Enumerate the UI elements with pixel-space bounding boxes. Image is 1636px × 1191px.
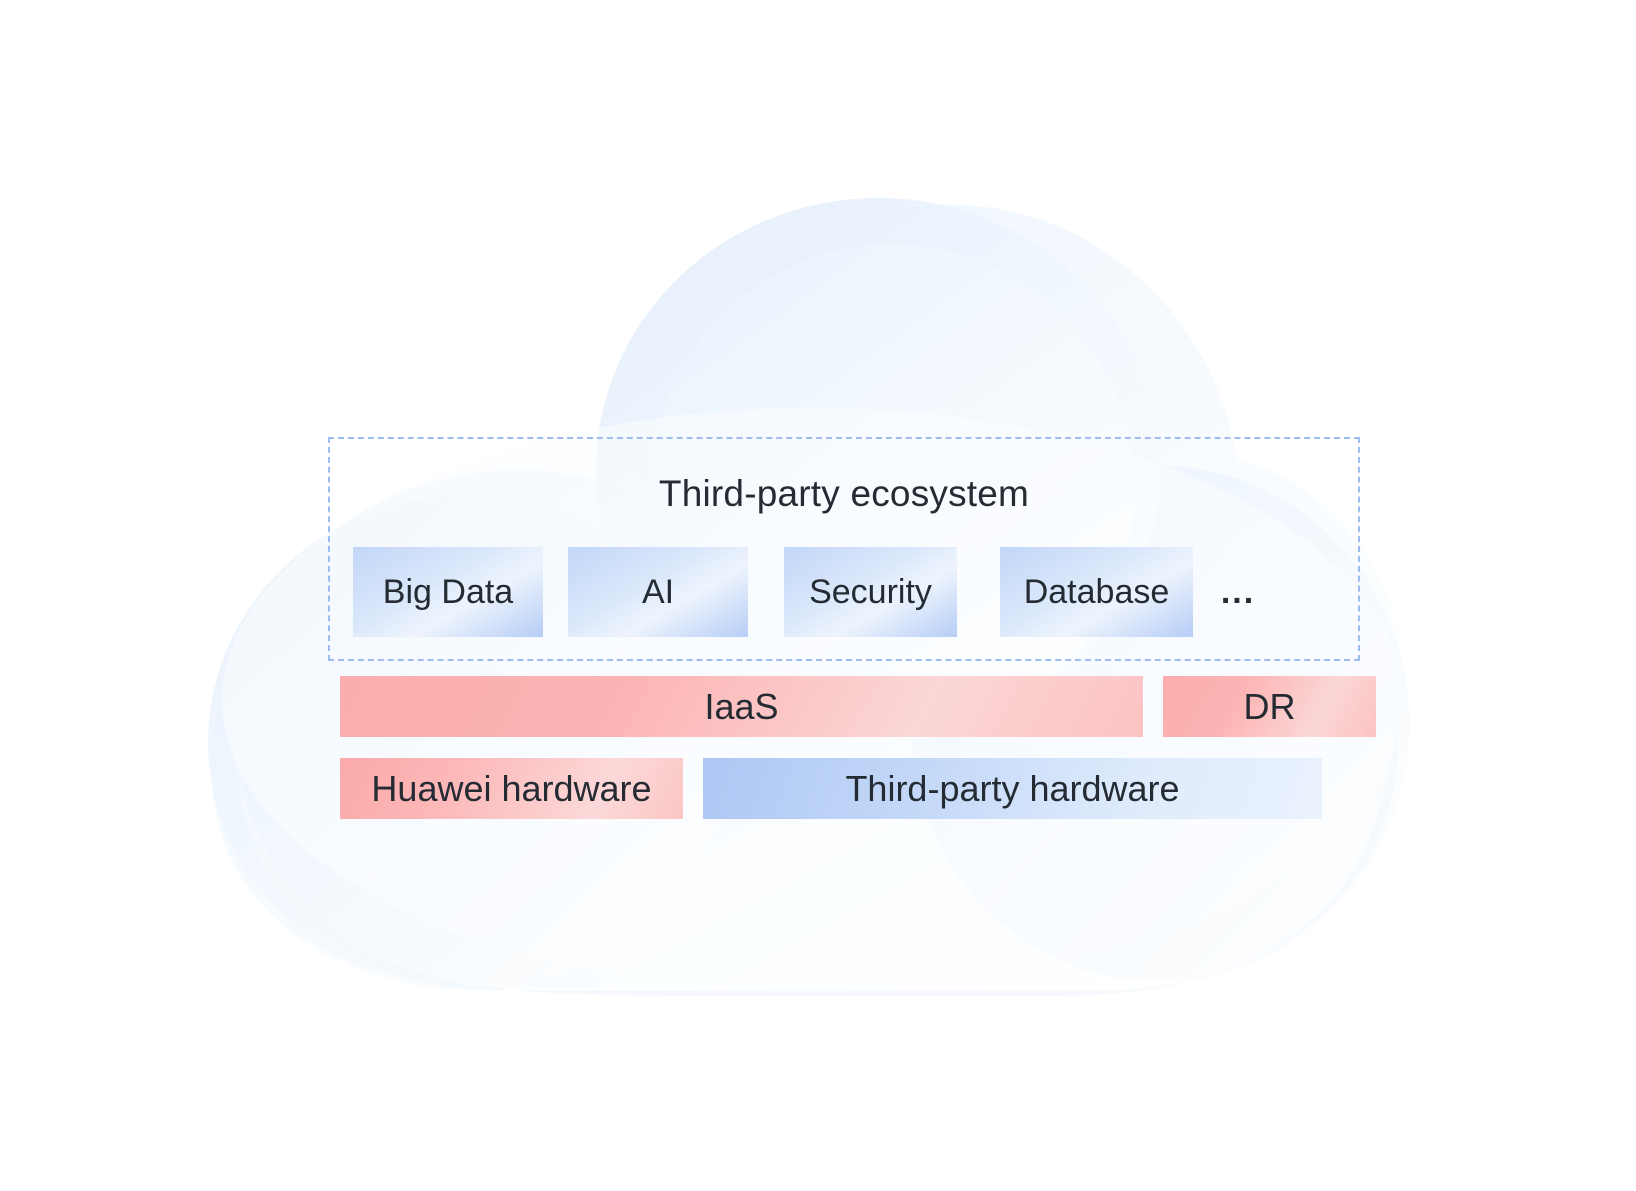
chip-database[interactable]: Database: [1000, 547, 1193, 637]
ecosystem-dashed-region: [328, 437, 1360, 661]
bar-iaas[interactable]: IaaS: [340, 676, 1143, 737]
chip-big-data[interactable]: Big Data: [353, 547, 543, 637]
bar-third-party-hardware[interactable]: Third-party hardware: [703, 758, 1322, 819]
ellipsis-icon: ...: [1220, 572, 1256, 611]
bar-huawei-hardware[interactable]: Huawei hardware: [340, 758, 683, 819]
ecosystem-title: Third-party ecosystem: [658, 473, 1030, 514]
bar-dr[interactable]: DR: [1163, 676, 1376, 737]
chip-ai[interactable]: AI: [568, 547, 748, 637]
chip-security[interactable]: Security: [784, 547, 957, 637]
